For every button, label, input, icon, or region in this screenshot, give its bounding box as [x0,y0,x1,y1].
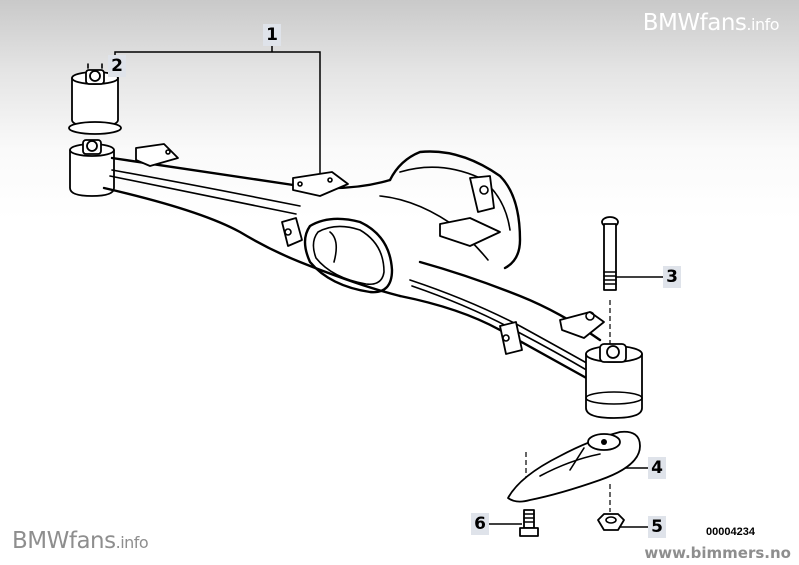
watermark-top-brand: BMWfans [642,10,747,36]
left-mount [69,139,115,197]
rubber-mount-exploded [68,63,122,135]
callout-1[interactable]: 1 [263,24,281,46]
callout-6[interactable]: 6 [471,513,489,535]
axle-carrier-body [102,143,605,382]
watermark-bottom: BMWfans.info [12,528,149,554]
site-credit: www.bimmers.no [644,544,791,562]
callout-2[interactable]: 2 [108,55,126,77]
watermark-bottom-brand: BMWfans [12,528,116,554]
callout-5[interactable]: 5 [648,516,666,538]
callout-3[interactable]: 3 [663,266,681,288]
bolt-6-drawing [519,509,539,537]
watermark-bottom-suffix: .info [115,533,149,552]
bolt-3-drawing [601,216,619,291]
callout-4[interactable]: 4 [648,457,666,479]
right-mount [585,343,643,419]
watermark-top: BMWfans.info [642,10,780,36]
bracket-4-drawing [507,430,641,503]
drawing-number: 00004234 [706,526,755,538]
nut-5-drawing [597,513,625,531]
watermark-top-suffix: .info [746,15,779,34]
